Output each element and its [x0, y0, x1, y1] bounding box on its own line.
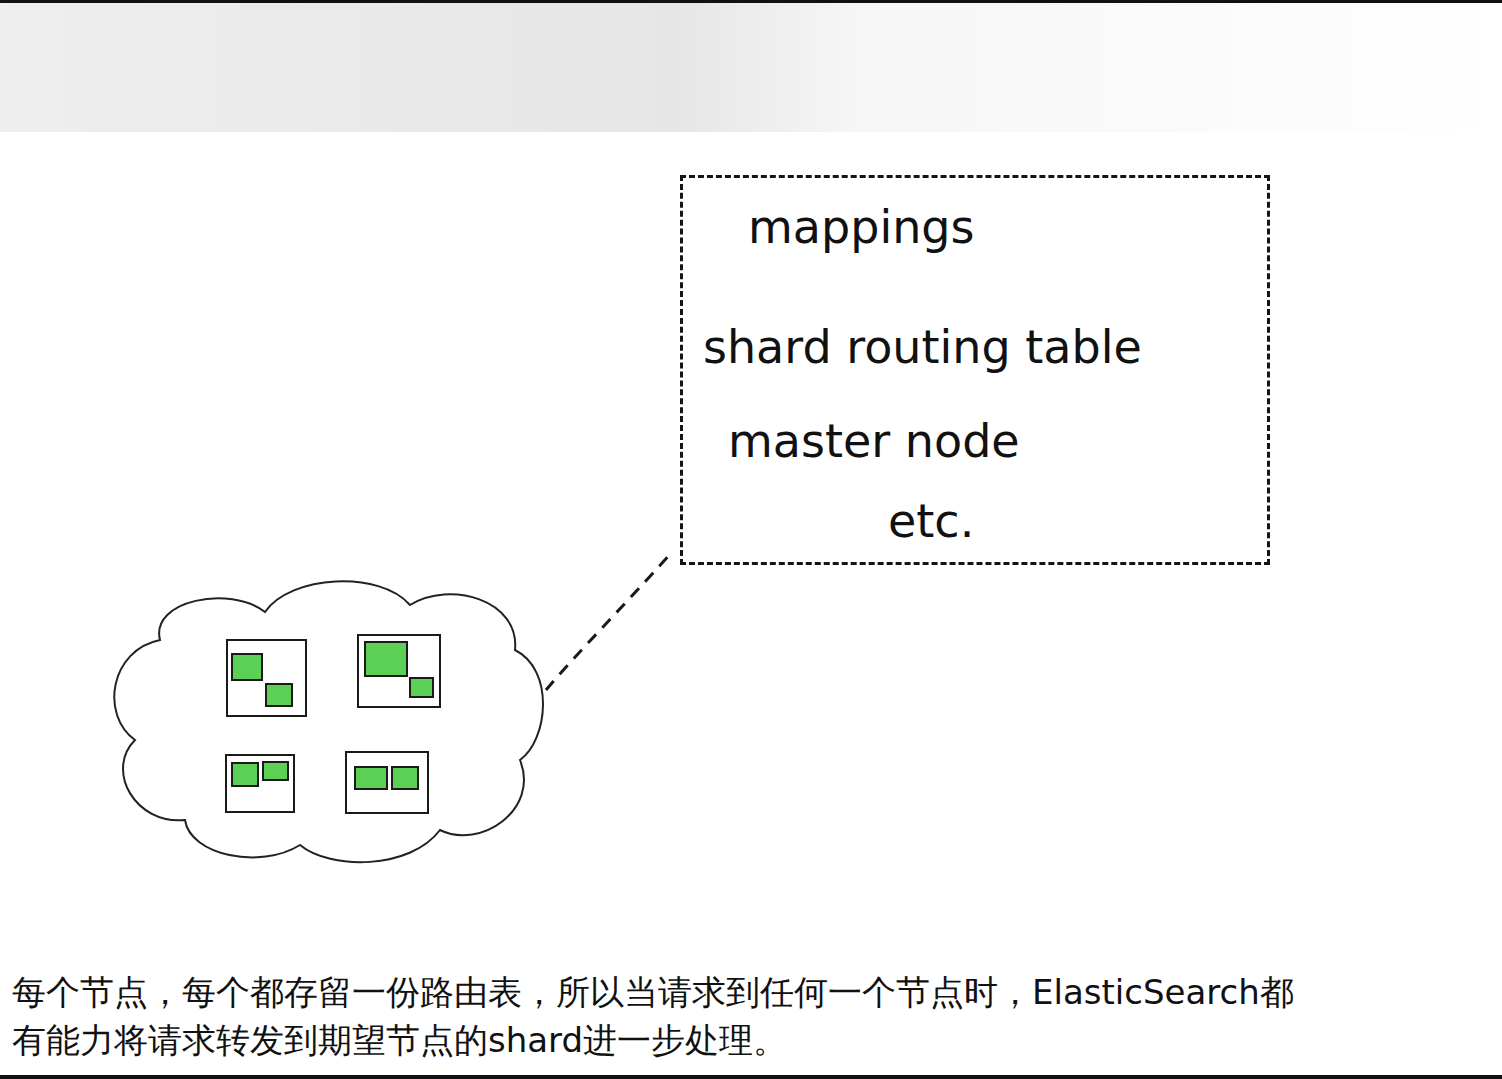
caption: 每个节点，每个都存留一份路由表，所以当请求到任何一个节点时，ElasticSea…: [12, 968, 1494, 1064]
box-text: etc.: [888, 494, 974, 548]
cluster-server: [358, 635, 440, 707]
box-text: shard routing table: [703, 320, 1142, 374]
cluster-server: [346, 752, 428, 813]
frame-line: [0, 0, 1502, 3]
box-text: mappings: [748, 200, 975, 254]
cluster-server: [227, 640, 306, 716]
cluster-cloud: [114, 581, 543, 862]
frame-line: [0, 1075, 1502, 1079]
cluster-server: [226, 755, 294, 812]
box-text: master node: [728, 414, 1020, 468]
top-band: [0, 0, 1502, 132]
info-box: mappings shard routing table master node et…: [680, 175, 1270, 565]
callout-leader: [546, 552, 672, 690]
